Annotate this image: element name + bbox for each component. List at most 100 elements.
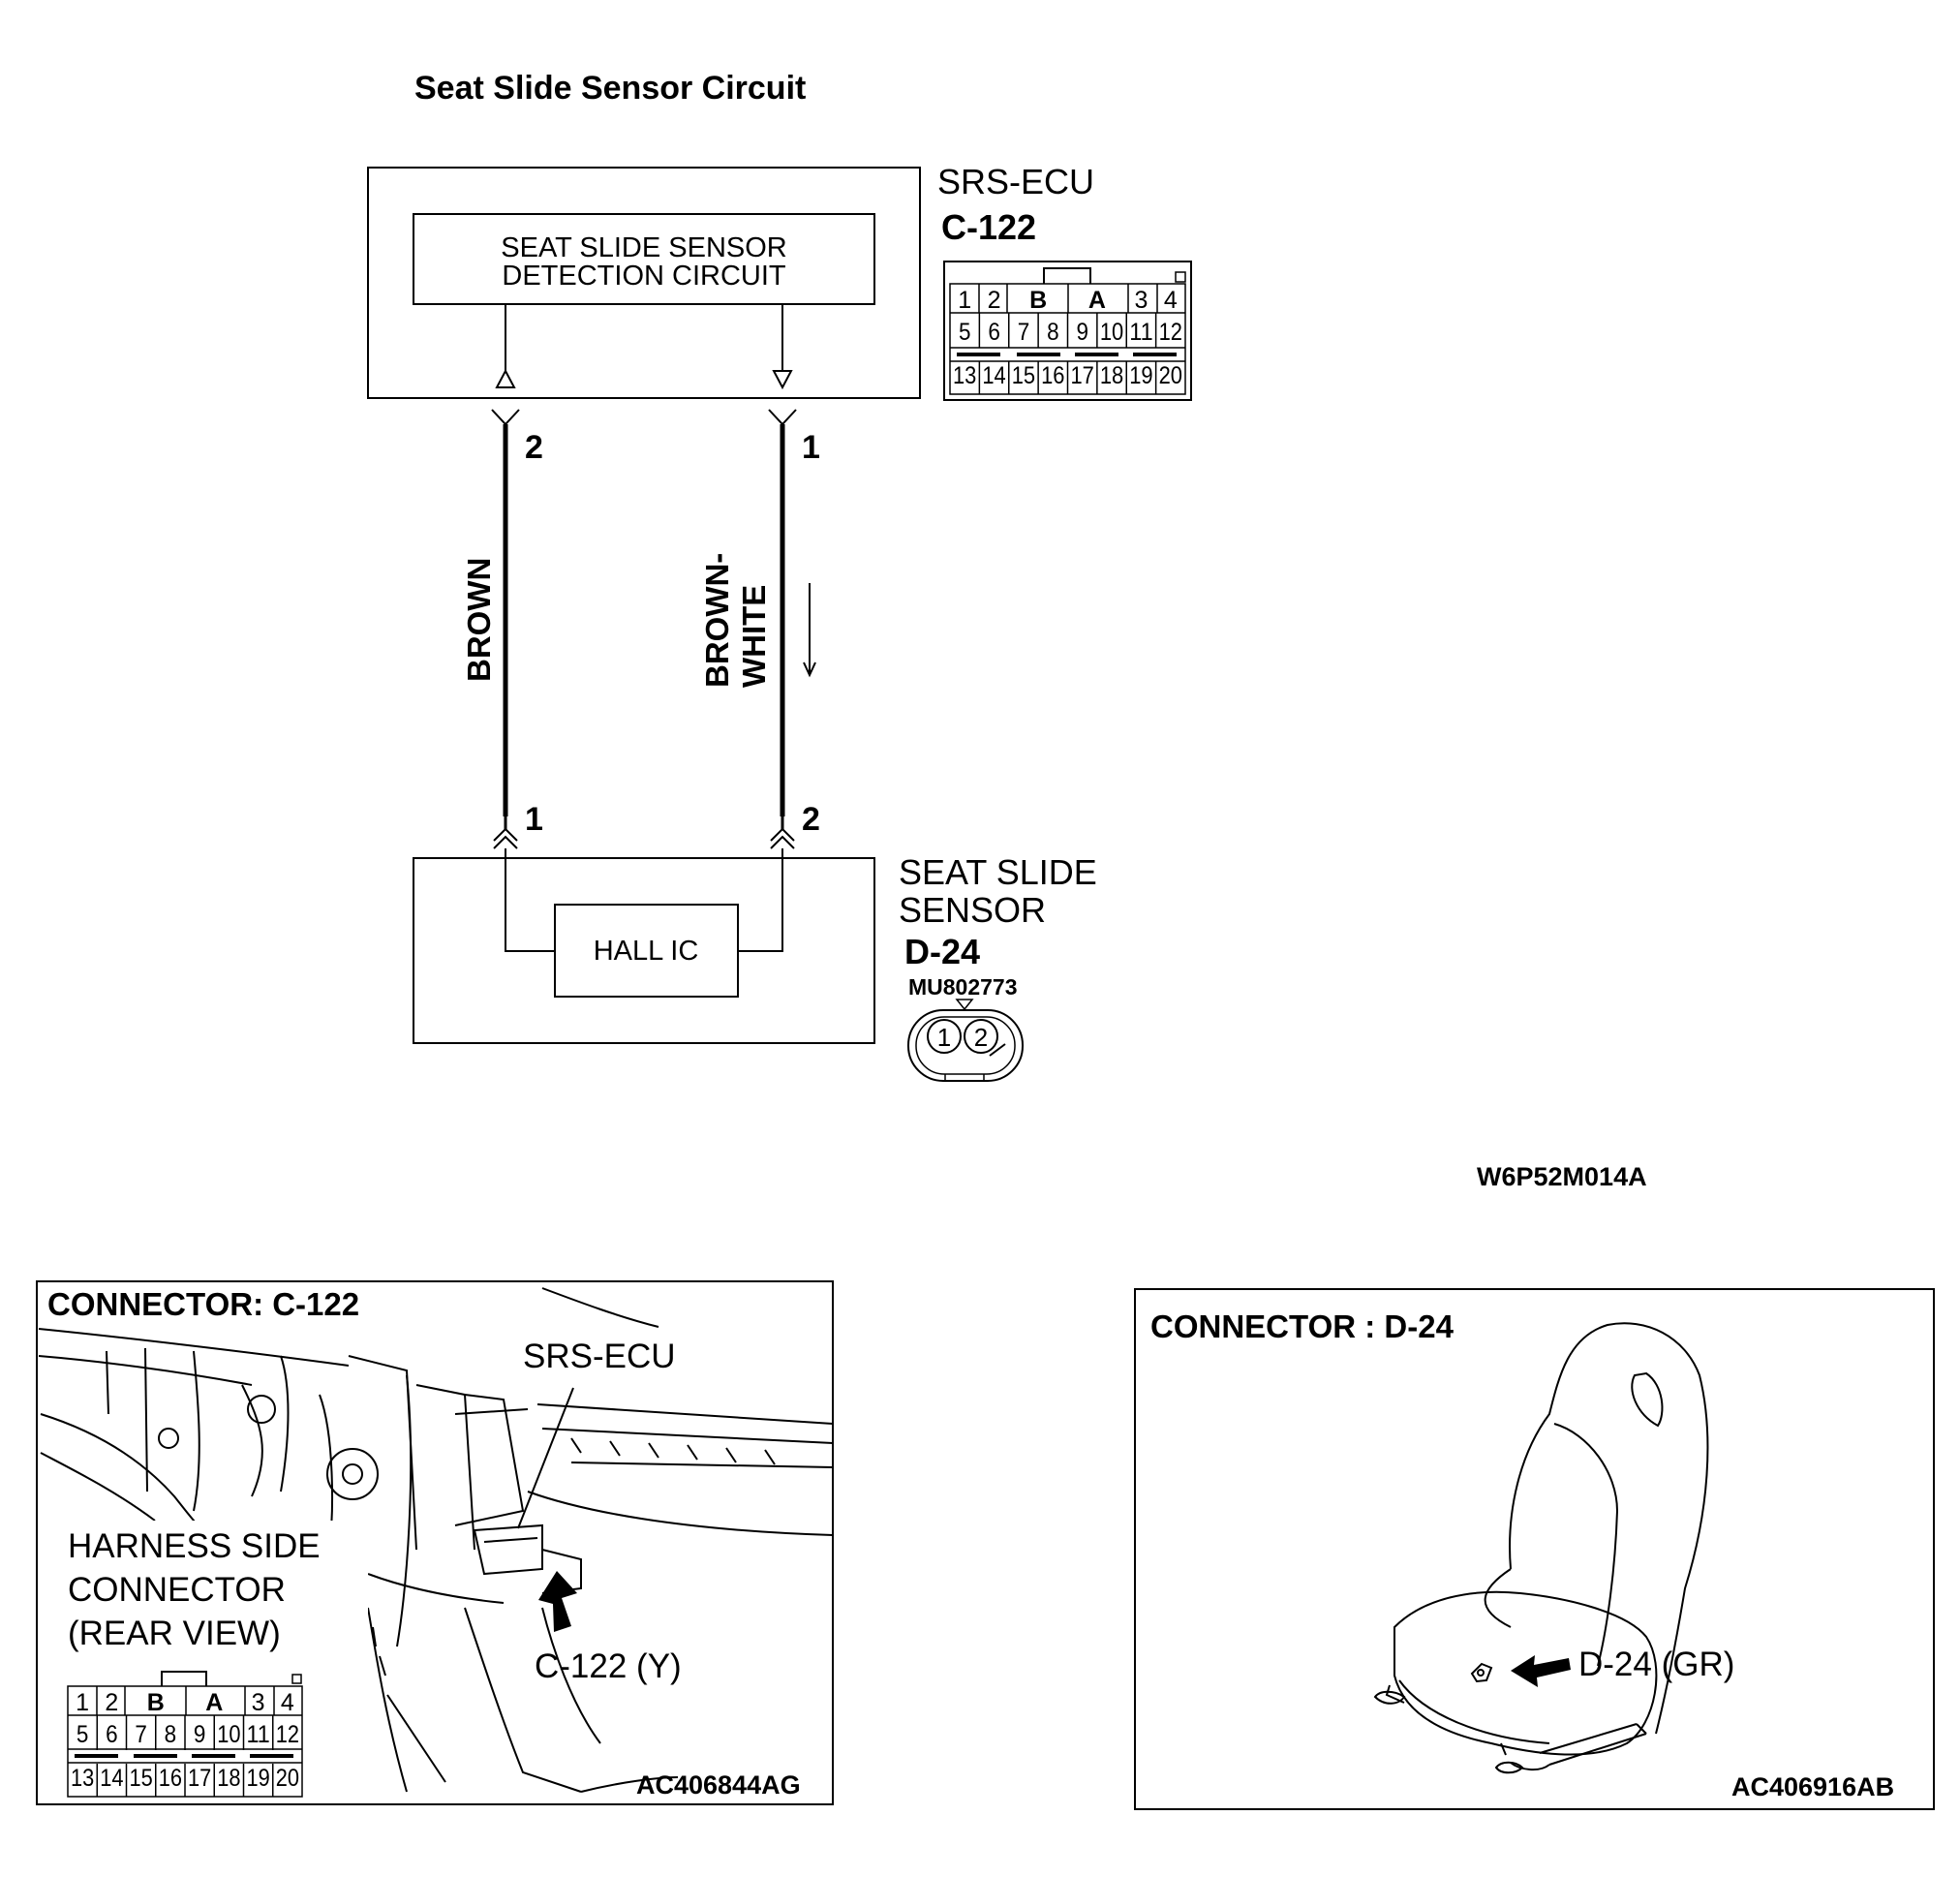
- sensor-part-number: MU802773: [908, 974, 1018, 1000]
- hall-ic-label: HALL IC: [594, 936, 699, 967]
- connector-pin-label: 15: [130, 1765, 153, 1792]
- wire-left-bottom-connector-a: [493, 827, 518, 842]
- sensor-pin-right: 2: [802, 801, 820, 838]
- wire-color-brown-white-line1: BROWN-: [699, 553, 735, 688]
- ecu-box: [367, 167, 921, 399]
- c122-callout-arrow: [538, 1571, 577, 1632]
- connector-pin-label: 14: [100, 1765, 123, 1792]
- connector-pin-label: 20: [276, 1765, 299, 1792]
- d24-callout-arrow: [1511, 1655, 1571, 1687]
- panel-left-title: CONNECTOR: C-122: [47, 1286, 359, 1322]
- panel-left-code: AC406844AG: [636, 1770, 801, 1800]
- sensor-connector-id: D-24: [904, 932, 980, 971]
- detection-circuit-box: [413, 213, 875, 305]
- sensor-connector-face: 1 2: [907, 999, 1024, 1082]
- connector-pin-label: 10: [217, 1721, 240, 1748]
- connector-pin-label: 17: [1071, 362, 1094, 389]
- connector-pin-label: 5: [77, 1721, 89, 1748]
- connector-pin-label: 16: [159, 1765, 182, 1792]
- sensor-internal-line-left: [505, 848, 555, 952]
- connector-pin-label: 1: [76, 1689, 89, 1716]
- seat-illustration: [1373, 1322, 1709, 1774]
- connector-pin-label: 11: [247, 1721, 270, 1748]
- panel-right-callout: D-24 (GR): [1578, 1646, 1734, 1683]
- panel-connector-d24: CONNECTOR : D-24 D-24 (GR) AC406916AB: [1134, 1288, 1935, 1810]
- connector-pin-label: 9: [194, 1721, 206, 1748]
- sensor-connector-pin-1: 1: [937, 1023, 951, 1052]
- ecu-location-illustration: [38, 1287, 834, 1793]
- sensor-name-line2: SENSOR: [899, 890, 1046, 930]
- sensor-pin-left: 1: [525, 801, 543, 838]
- sensor-name-line1: SEAT SLIDE: [899, 852, 1097, 892]
- connector-pin-label: 19: [247, 1765, 270, 1792]
- ecu-connector-id: C-122: [941, 207, 1036, 247]
- harness-label-line2: CONNECTOR: [68, 1571, 286, 1609]
- connector-pin-label: A: [1088, 287, 1106, 314]
- wire-right-top-connector: [768, 409, 797, 426]
- connector-pin-label: 15: [1012, 362, 1035, 389]
- harness-label-line3: (REAR VIEW): [68, 1615, 281, 1652]
- connector-pin-label: A: [205, 1689, 223, 1716]
- panel-right-code: AC406916AB: [1731, 1772, 1894, 1801]
- sensor-internal-line-right: [738, 848, 783, 952]
- connector-pin-label: 4: [1164, 287, 1178, 314]
- terminal-triangle-up: [495, 368, 516, 388]
- connector-pin-label: 2: [988, 287, 1001, 314]
- connector-pin-label: 14: [982, 362, 1005, 389]
- harness-label-line1: HARNESS SIDE: [68, 1527, 321, 1565]
- connector-pin-label: 8: [165, 1721, 177, 1748]
- wire-color-brown: BROWN: [461, 558, 497, 682]
- connector-pin-label: 3: [1134, 287, 1148, 314]
- diagram-code: W6P52M014A: [1477, 1162, 1647, 1191]
- connector-pin-label: 6: [106, 1721, 118, 1748]
- connector-pin-label: B: [1029, 287, 1047, 314]
- connector-pin-label: B: [147, 1689, 165, 1716]
- connector-pin-label: 5: [959, 319, 971, 346]
- connector-pin-label: 18: [217, 1765, 240, 1792]
- connector-pin-label: 12: [276, 1721, 299, 1748]
- connector-pin-label: 19: [1129, 362, 1152, 389]
- wire-color-brown-white-line2: WHITE: [736, 585, 772, 688]
- wire-left-top-connector: [491, 409, 520, 426]
- connector-pin-label: 8: [1047, 319, 1059, 346]
- connector-pin-label: 9: [1076, 319, 1088, 346]
- connector-pin-label: 2: [105, 1689, 118, 1716]
- connector-pin-label: 17: [188, 1765, 211, 1792]
- connector-pin-label: 7: [1018, 319, 1030, 346]
- connector-pin-label: 4: [281, 1689, 294, 1716]
- wire-left-bottom-connector-b: [493, 835, 518, 849]
- connector-pin-label: 11: [1129, 319, 1152, 346]
- wire-right-bottom-connector-b: [770, 835, 795, 849]
- connector-pin-label: 16: [1041, 362, 1064, 389]
- detection-circuit-line2: DETECTION CIRCUIT: [502, 261, 786, 292]
- connector-pin-label: 10: [1100, 319, 1123, 346]
- connector-pin-label: 18: [1100, 362, 1123, 389]
- terminal-triangle-down: [772, 370, 793, 390]
- connector-pin-label: 13: [71, 1765, 94, 1792]
- diagram-title: Seat Slide Sensor Circuit: [414, 70, 806, 107]
- connector-pin-label: 13: [953, 362, 976, 389]
- connector-pin-label: 1: [958, 287, 971, 314]
- panel-left-ecu-label: SRS-ECU: [523, 1338, 676, 1375]
- ecu-pin-right: 1: [802, 429, 820, 466]
- connector-pin-label: 6: [988, 319, 1000, 346]
- wire-right-bottom-connector-a: [770, 827, 795, 842]
- connector-pin-label: 3: [252, 1689, 265, 1716]
- srs-ecu-leader-line: [517, 1387, 574, 1529]
- connector-pin-label: 7: [135, 1721, 147, 1748]
- detection-circuit-line1: SEAT SLIDE SENSOR: [501, 232, 786, 263]
- sensor-box: [413, 857, 875, 1044]
- harness-label-bg: [58, 1521, 368, 1656]
- connector-pin-label: 20: [1159, 362, 1182, 389]
- signal-direction-arrowhead: [803, 662, 816, 678]
- ecu-pin-left: 2: [525, 429, 543, 466]
- sensor-connector-pin-2: 2: [974, 1023, 988, 1052]
- ecu-name: SRS-ECU: [937, 162, 1094, 201]
- connector-pin-label: 12: [1159, 319, 1182, 346]
- panel-right-title: CONNECTOR : D-24: [1150, 1308, 1455, 1344]
- panel-left-callout: C-122 (Y): [535, 1647, 682, 1685]
